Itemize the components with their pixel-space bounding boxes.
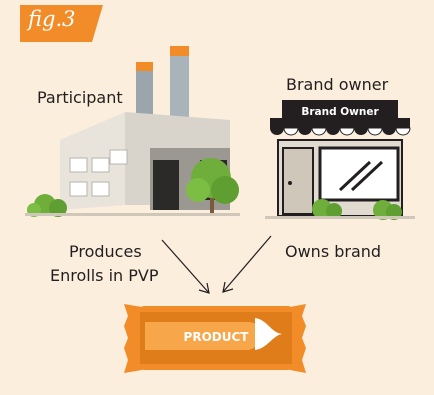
product-label: PRODUCT <box>183 330 249 344</box>
product-wrapper-icon <box>124 304 306 373</box>
tree-icon <box>186 158 239 213</box>
bush-icon <box>27 194 67 217</box>
arrow-icon <box>161 235 272 294</box>
produces-label: Produces <box>69 242 142 261</box>
fig-tag <box>20 5 103 42</box>
brand-owner-label: Brand owner <box>286 75 389 94</box>
enrolls-label: Enrolls in PVP <box>50 266 159 285</box>
brand-owner-sign: Brand Owner <box>301 106 379 118</box>
factory-ground <box>25 213 240 216</box>
store-ground <box>265 216 415 219</box>
owns-brand-label: Owns brand <box>285 242 382 261</box>
figure-tag: fig.3 <box>28 7 76 31</box>
participant-label: Participant <box>37 88 123 107</box>
